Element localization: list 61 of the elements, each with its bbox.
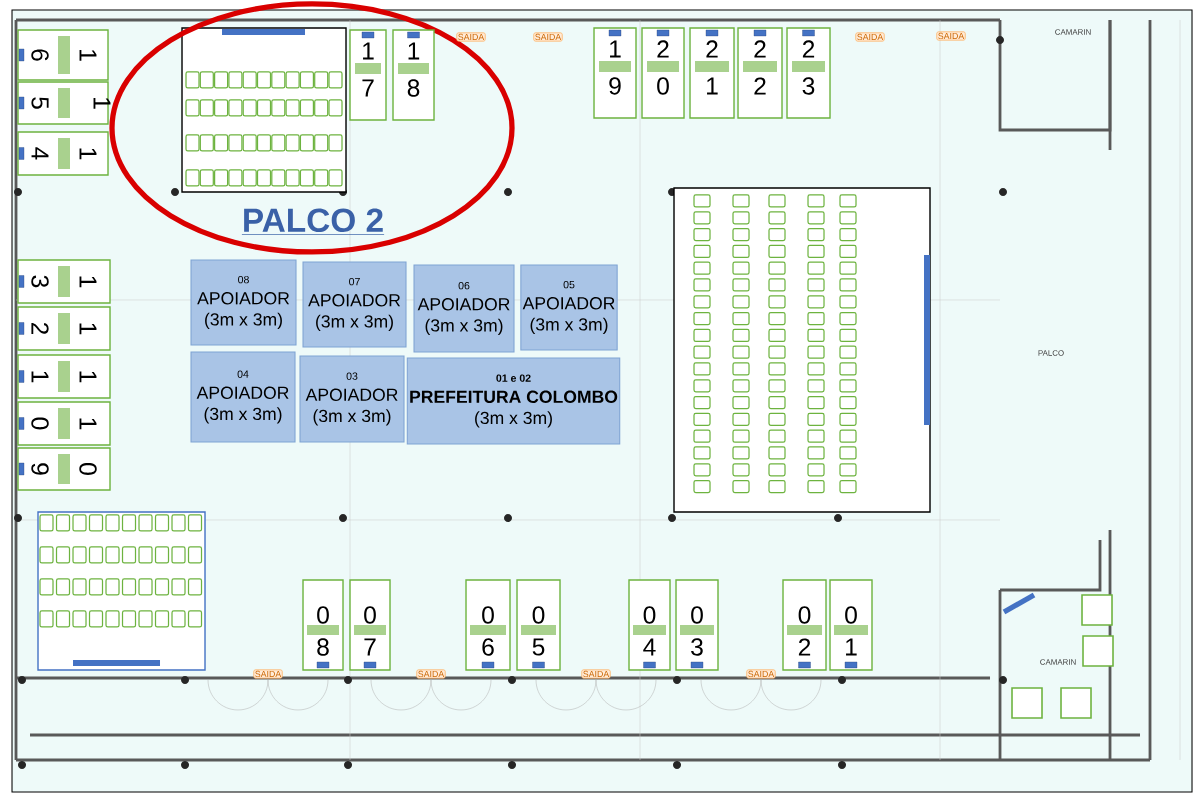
booth-number: 1	[79, 323, 97, 335]
booth-number: 1	[846, 638, 857, 656]
booth-number: 7	[364, 638, 376, 656]
booth-number: 5	[532, 638, 545, 656]
booth-number: 1	[610, 40, 621, 58]
booth-number: 7	[362, 79, 374, 97]
booth-number: 9	[31, 463, 49, 475]
booth-number: 1	[31, 371, 49, 383]
booth-number: 1	[408, 42, 420, 60]
booth-number: 0	[532, 606, 545, 624]
booth-number: 3	[691, 638, 703, 656]
booth-box: 06 APOIADOR (3m x 3m)	[413, 264, 515, 353]
booth-box: 03 APOIADOR (3m x 3m)	[299, 355, 405, 443]
booth-number: 4	[31, 147, 49, 160]
booth-number: 1	[707, 77, 718, 95]
booth-box: 08 APOIADOR (3m x 3m)	[190, 259, 297, 346]
booth-number: 8	[407, 79, 420, 97]
booth-number: 2	[754, 40, 766, 58]
booth-number: 1	[79, 371, 97, 383]
booth-number: 2	[754, 77, 766, 95]
booth-number: 0	[643, 606, 656, 624]
booth-number: 1	[79, 418, 97, 430]
booth-number: 1	[79, 50, 97, 61]
exit-sign: SAIDA	[746, 669, 776, 679]
exit-sign: SAIDA	[456, 32, 486, 42]
exit-sign: SAIDA	[533, 32, 563, 42]
exit-sign: SAIDA	[581, 669, 611, 679]
booth-box: 05 APOIADOR (3m x 3m)	[520, 264, 618, 351]
booth-number: 0	[657, 77, 669, 95]
booth-number: 0	[798, 606, 811, 624]
booth-number: 3	[31, 275, 49, 288]
exit-sign: SAIDA	[855, 32, 885, 42]
booth-number: 6	[482, 638, 494, 656]
booth-box: 04 APOIADOR (3m x 3m)	[190, 351, 296, 443]
booth-number: 5	[31, 97, 49, 109]
booth-number: 0	[31, 417, 49, 430]
booth-box: 07 APOIADOR (3m x 3m)	[302, 261, 407, 348]
booth-number: 2	[802, 40, 815, 58]
booth-number: 1	[79, 148, 97, 160]
exit-sign: SAIDA	[936, 31, 966, 41]
booth-number: 4	[643, 638, 656, 656]
booth-number: 1	[93, 98, 111, 109]
booth-number: 0	[482, 606, 494, 624]
booth-number: 0	[691, 606, 703, 624]
booth-number: 3	[802, 77, 815, 95]
booth-number: 2	[31, 322, 49, 335]
booth-number: 9	[609, 77, 621, 95]
booth-number: 2	[798, 638, 811, 656]
booth-number: 6	[31, 49, 49, 61]
booth-number: 1	[79, 276, 97, 288]
booth-number: 0	[845, 606, 857, 624]
booth-number: 1	[363, 42, 374, 60]
booth-number: 0	[364, 606, 376, 624]
stage-title: PALCO 2	[241, 208, 385, 235]
booth-number: 2	[657, 40, 669, 58]
booth-number: 0	[317, 606, 329, 624]
booth-number: 8	[317, 638, 329, 656]
exit-sign: SAIDA	[253, 669, 283, 679]
booth-number: 0	[79, 463, 97, 475]
booth-number: 2	[706, 40, 718, 58]
exit-sign: SAIDA	[416, 669, 446, 679]
